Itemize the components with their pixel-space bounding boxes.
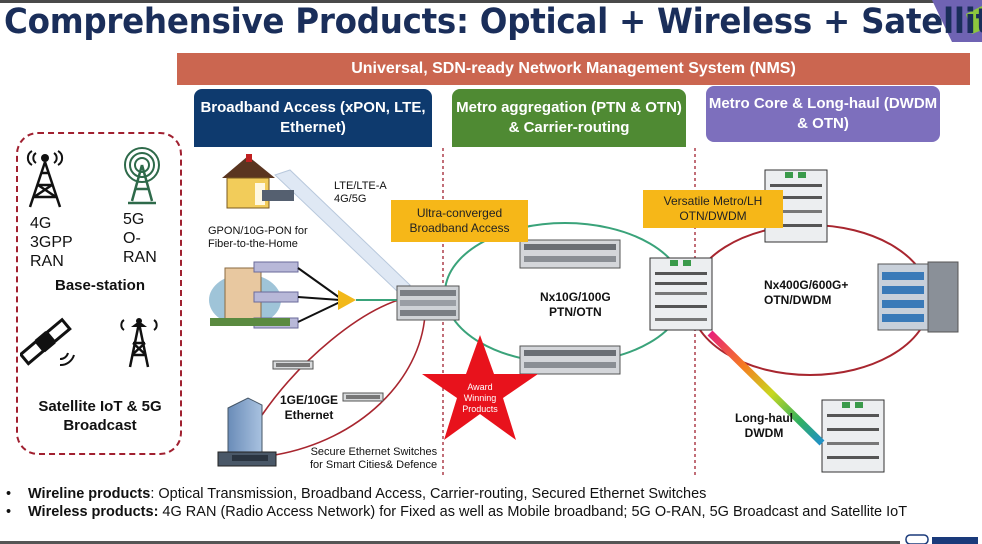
label-5g: 5G O- RAN xyxy=(123,210,157,267)
bullet-wireline-text: Optical Transmission, Broadband Access, … xyxy=(154,486,707,502)
antenna-5g-icon xyxy=(124,147,160,205)
footer-divider xyxy=(0,541,900,544)
lte-label: LTE/LTE-A 4G/5G xyxy=(334,180,387,206)
longhaul-line1: Long-haul xyxy=(735,411,793,425)
ftth-building-icon xyxy=(209,261,400,329)
secure-switch-label: Secure Ethernet Switches for Smart Citie… xyxy=(310,446,437,472)
metro-ring-line1: Nx10G/100G xyxy=(540,290,611,304)
top-bar xyxy=(0,0,982,3)
product-bullets: Wireline products: Optical Transmission,… xyxy=(4,485,974,521)
bullet-wireless-text: 4G RAN (Radio Access Network) for Fixed … xyxy=(158,504,908,520)
award-line1: Award xyxy=(467,382,493,392)
core-ring-line1: Nx400G/600G+ xyxy=(764,278,849,292)
ethernet-link-1 xyxy=(261,297,406,416)
lte-beam xyxy=(274,169,411,293)
bullet-wireless: Wireless products: 4G RAN (Radio Access … xyxy=(4,503,974,521)
gpon-label-line1: GPON/10G-PON for xyxy=(208,225,308,237)
award-line3: Products xyxy=(462,404,498,414)
ethernet-switch-2-icon xyxy=(342,392,384,402)
longhaul-line2: DWDM xyxy=(744,426,784,440)
bullet-wireless-head: Wireless products: xyxy=(28,504,159,520)
label-4g-line2: 3GPP xyxy=(30,234,73,251)
corner-decoration xyxy=(932,0,982,42)
house-icon xyxy=(222,154,294,209)
award-label: Award Winning Products xyxy=(455,382,505,415)
page-title: Comprehensive Products: Optical + Wirele… xyxy=(4,2,982,42)
base-station-label: Base-station xyxy=(54,277,146,294)
ethernet-label-line2: Ethernet xyxy=(284,408,334,422)
metro-ring-label: Nx10G/100G PTN/OTN xyxy=(540,290,611,320)
otn-hub-chassis-icon xyxy=(649,257,713,331)
access-chassis-icon xyxy=(396,285,460,321)
office-building-icon xyxy=(217,397,277,467)
ethernet-label: 1GE/10GE Ethernet xyxy=(280,393,338,423)
ultra-converged-badge: Ultra-converged Broadband Access xyxy=(391,200,528,242)
label-5g-line3: RAN xyxy=(123,249,157,266)
satellite-iot-label: Satellite IoT & 5G Broadcast xyxy=(38,398,162,434)
base-station-icons xyxy=(20,147,160,368)
ptn-device-top-icon xyxy=(519,239,621,269)
label-5g-line1: 5G xyxy=(123,211,145,228)
lte-label-line2: 4G/5G xyxy=(334,193,367,205)
segment-broadband-access: Broadband Access (xPON, LTE, Ethernet) xyxy=(194,89,432,147)
bullet-wireline-sep: : xyxy=(150,486,155,502)
nms-banner: Universal, SDN-ready Network Management … xyxy=(177,53,970,85)
segment-metro-aggregation: Metro aggregation (PTN & OTN) & Carrier-… xyxy=(452,89,686,147)
ethernet-switch-1-icon xyxy=(272,360,314,370)
dwdm-rack-icon xyxy=(877,261,959,333)
label-4g-line1: 4G xyxy=(30,215,52,232)
splitter-icon xyxy=(338,290,356,310)
core-ring-label: Nx400G/600G+ OTN/DWDM xyxy=(764,278,848,308)
bullet-wireline: Wireline products: Optical Transmission,… xyxy=(4,485,974,503)
award-star xyxy=(422,335,538,440)
base-station-panel xyxy=(16,132,182,455)
label-4g: 4G 3GPP RAN xyxy=(30,214,73,271)
gpon-label-line2: Fiber-to-the-Home xyxy=(208,238,298,250)
label-5g-line2: O- xyxy=(123,230,141,247)
satellite-icon xyxy=(20,317,75,366)
ptn-device-bottom-icon xyxy=(519,345,621,375)
gpon-label: GPON/10G-PON for Fiber-to-the-Home xyxy=(208,225,308,251)
metro-ring-line2: PTN/OTN xyxy=(549,305,602,319)
label-4g-line3: RAN xyxy=(30,253,64,270)
secure-switch-line1: Secure Ethernet Switches xyxy=(310,446,438,458)
versatile-metro-badge: Versatile Metro/LH OTN/DWDM xyxy=(643,190,783,228)
company-logo xyxy=(905,534,978,544)
lte-label-line1: LTE/LTE-A xyxy=(334,180,387,192)
longhaul-link xyxy=(707,330,825,446)
longhaul-chassis-icon xyxy=(821,399,885,473)
award-line2: Winning xyxy=(463,393,497,403)
bullet-wireline-head: Wireline products xyxy=(28,486,151,502)
secure-switch-line2: for Smart Cities& Defence xyxy=(310,459,438,471)
ethernet-label-line1: 1GE/10GE xyxy=(280,393,339,407)
segment-metro-core: Metro Core & Long-haul (DWDM & OTN) xyxy=(706,86,940,142)
broadcast-tower-icon xyxy=(120,318,158,368)
cell-tower-4g-icon xyxy=(26,150,64,208)
ethernet-link-2 xyxy=(274,314,426,456)
longhaul-label: Long-haul DWDM xyxy=(735,411,793,441)
core-ring-line2: OTN/DWDM xyxy=(764,293,832,307)
